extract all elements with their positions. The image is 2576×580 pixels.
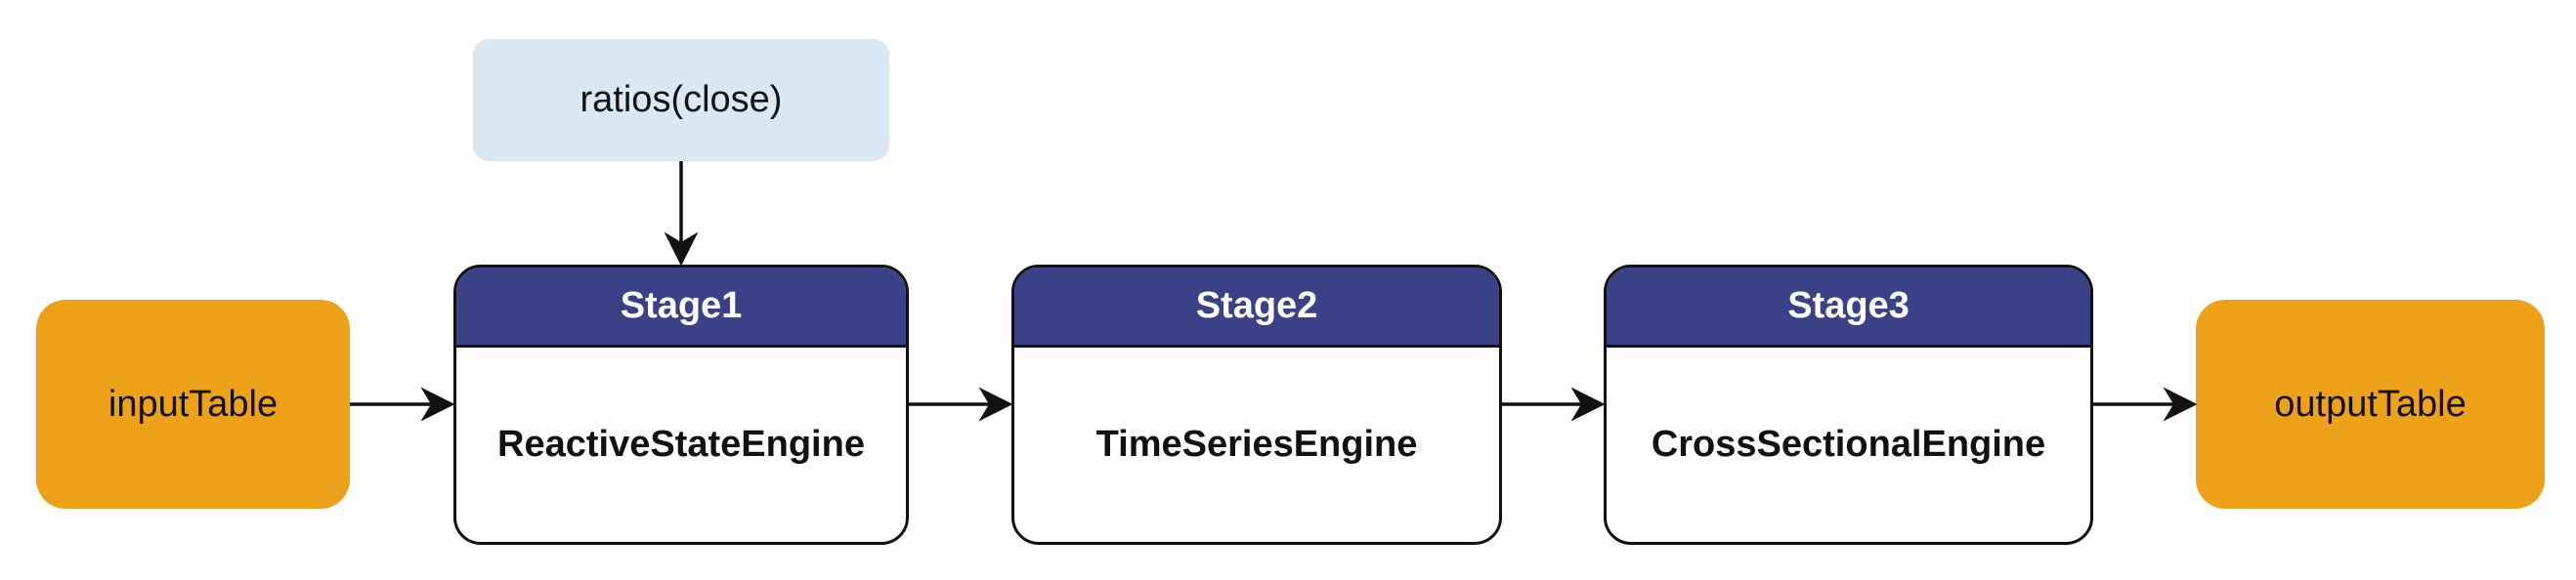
stage2-header: Stage2 xyxy=(1014,268,1499,348)
stage1-header: Stage1 xyxy=(456,268,906,348)
input-table-node: inputTable xyxy=(36,300,350,509)
stage1-node: Stage1 ReactiveStateEngine xyxy=(453,265,909,545)
stage1-engine-label: ReactiveStateEngine xyxy=(497,424,865,465)
stage2-node: Stage2 TimeSeriesEngine xyxy=(1011,265,1502,545)
input-table-label: inputTable xyxy=(107,383,279,425)
stage2-engine-label: TimeSeriesEngine xyxy=(1095,424,1418,465)
output-table-node: outputTable xyxy=(2196,300,2545,509)
stage3-header: Stage3 xyxy=(1607,268,2090,348)
output-table-label: outputTable xyxy=(2274,383,2467,425)
param-node-ratios: ratios(close) xyxy=(473,39,889,161)
param-node-label: ratios(close) xyxy=(580,79,783,120)
stage3-engine-label: CrossSectionalEngine xyxy=(1651,424,2046,465)
stage3-node: Stage3 CrossSectionalEngine xyxy=(1604,265,2093,545)
